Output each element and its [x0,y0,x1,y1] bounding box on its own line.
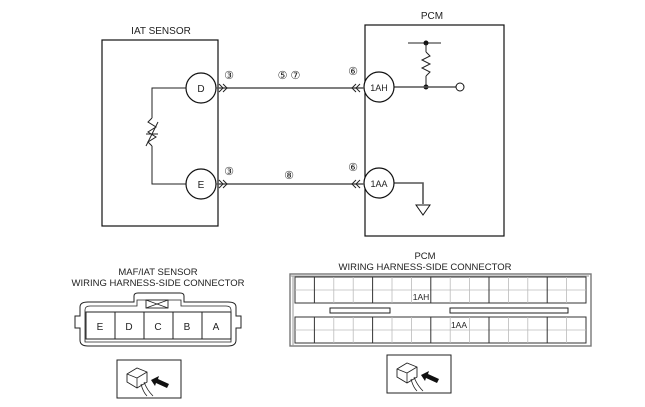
pcm-connector-title-2: WIRING HARNESS-SIDE CONNECTOR [339,262,512,273]
harness-refs: ⑤ ⑦ [278,70,301,82]
sensor-connector-ref: ③ [224,166,234,178]
pin-C: C [154,322,161,333]
connector-chevron-icon [355,179,361,189]
iat-sensor-box [101,39,219,227]
pcm-block: PCM 1AH 1AA [363,11,505,237]
pin-E: E [97,322,104,333]
harness-side-view-icon [116,359,182,399]
maf-iat-connector-title-1: MAF/IAT SENSOR [118,267,197,278]
connector-chevron-icon [218,83,224,93]
pcm-connector-ref: ⑥ [348,66,358,78]
pin-B: B [184,322,191,333]
pin-D: D [125,322,132,333]
iat-internal-wire-top [151,87,186,118]
pullup-resistor-icon [408,40,441,90]
pcm-connector-ref: ⑥ [348,162,358,174]
ground-icon [415,204,431,216]
svg-text:1AH: 1AH [370,83,388,93]
wire-D-1AH: ③ ⑤ ⑦ ⑥ [216,66,364,93]
maf-iat-connector-title-2: WIRING HARNESS-SIDE CONNECTOR [72,278,245,289]
lock-bar [329,307,391,314]
pcm-connector: PCM WIRING HARNESS-SIDE CONNECTOR 1AH 1A… [289,251,592,347]
iat-sensor-title: IAT SENSOR [131,26,191,37]
connector-chevron-icon [355,83,361,93]
sensor-connector-ref: ③ [224,70,234,82]
pcm-connector-upper-row: 1AH [294,276,587,304]
signal-output-terminal-icon [455,82,465,92]
iat-sensor-block: IAT SENSOR D E [101,26,219,227]
terminal-1AH: 1AH [363,71,395,103]
pin-1AA: 1AA [451,320,467,330]
pcm-ground-line [393,182,424,204]
pin-A: A [213,322,220,333]
iat-internal-wire-bottom [151,146,186,185]
pcm-box [364,24,505,237]
thermistor-icon [145,117,159,147]
svg-text:1AA: 1AA [370,179,387,189]
svg-text:E: E [198,180,205,191]
wire-E-1AA: ③ ⑧ ⑥ [216,162,364,189]
terminal-E: E [185,168,217,200]
terminal-1AA: 1AA [363,167,395,199]
harness-refs: ⑧ [284,170,294,182]
connector-chevron-icon [218,179,224,189]
pcm-connector-title-1: PCM [414,251,435,262]
pcm-connector-lower-row: 1AA [294,316,587,344]
pcm-title: PCM [421,11,443,22]
harness-side-view-icon [386,354,452,394]
maf-iat-connector: MAF/IAT SENSOR WIRING HARNESS-SIDE CONNE… [72,267,245,347]
svg-text:D: D [197,84,204,95]
pin-1AH: 1AH [413,292,430,302]
terminal-D: D [185,72,217,104]
lock-bar [449,307,569,314]
